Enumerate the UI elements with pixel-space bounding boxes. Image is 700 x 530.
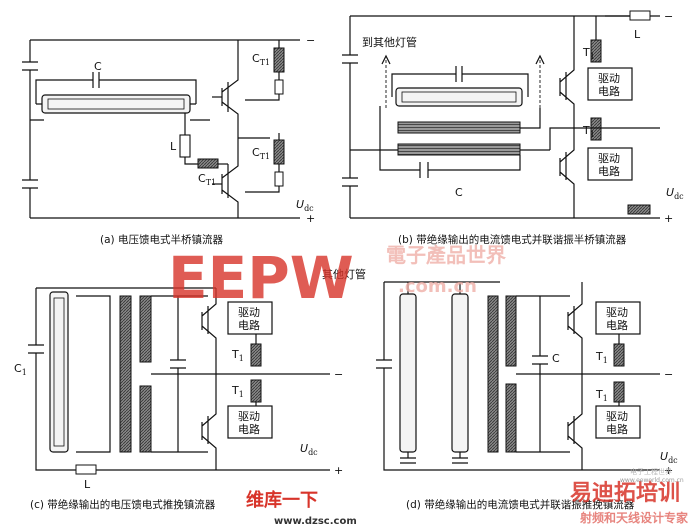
lamp-a xyxy=(41,94,191,114)
drive-circuit-c-upper xyxy=(227,301,273,335)
caption-c: (c) 带绝缘输出的电压馈电式推挽镇流器 xyxy=(30,498,216,511)
drive-text-c2a: 驱动 xyxy=(238,410,260,423)
drive-circuit-b-lower xyxy=(587,147,633,181)
caption-b: (b) 带绝缘输出的电流馈电式并联谐振半桥镇流器 xyxy=(398,233,627,246)
terminal-minus-d: − xyxy=(664,368,673,381)
panel-d-current-fed-parallel-resonant-push-pull: 其他灯管 C T1 T1 驱动 电路 驱动 电路 − + Udc (d) 带绝缘… xyxy=(322,267,678,511)
lamp-d1 xyxy=(399,293,417,453)
terminal-minus-b: − xyxy=(664,10,673,23)
terminal-plus-c: + xyxy=(334,464,343,477)
label-Udc-d: Udc xyxy=(660,450,678,465)
drive-text-c1b: 电路 xyxy=(238,319,260,332)
label-C-d: C xyxy=(552,352,560,365)
watermark-dzsc: 维库一下 www.dzsc.com xyxy=(246,489,357,527)
drive-text-b2b: 电路 xyxy=(598,165,620,178)
lamp-c xyxy=(49,291,69,453)
watermark-site-url: www.dzsc.com xyxy=(274,516,357,527)
drive-circuit-d-lower xyxy=(595,405,641,439)
panel-b-current-fed-parallel-resonant-half-bridge: 到其他灯管 C L T1 T1 驱动 电路 驱动 电路 − + Udc (b) … xyxy=(342,10,684,246)
label-L-b: L xyxy=(634,28,641,41)
current-transformer-CT1-a xyxy=(197,158,219,169)
watermark-brand: 易迪拓培训 射频和天线设计专家 www.eeworld.com.cn 电子工程世… xyxy=(570,467,689,525)
drive-text-b1b: 电路 xyxy=(598,85,620,98)
caption-a: (a) 电压馈电式半桥镇流器 xyxy=(100,233,223,246)
panel-a-voltage-fed-half-bridge: C L CT1 CT1 CT1 − + Udc (a) 电压馈电式半桥镇流器 xyxy=(22,34,315,246)
label-C-b: C xyxy=(455,186,463,199)
watermark-brand-cn: 易迪拓培训 xyxy=(570,480,680,506)
terminal-minus-a: − xyxy=(306,34,315,47)
label-L-c: L xyxy=(84,478,91,491)
drive-text-d1b: 电路 xyxy=(606,319,628,332)
watermark-small-cn: 电子工程世界 xyxy=(630,467,672,476)
terminal-plus-a: + xyxy=(306,212,315,225)
label-T1-c-lower: T1 xyxy=(231,384,244,399)
drive-text-b2a: 驱动 xyxy=(598,152,620,165)
transformer-winding-b1 xyxy=(397,121,521,134)
drive-text-c1a: 驱动 xyxy=(238,306,260,319)
watermark-brand-sub: 射频和天线设计专家 xyxy=(579,510,689,525)
label-C1-c: C1 xyxy=(14,362,27,377)
label-other-lamps-d: 其他灯管 xyxy=(322,267,366,281)
inductor-L-a xyxy=(179,134,191,158)
label-CT1-upper-a: CT1 xyxy=(252,52,270,67)
label-T1-d-lower: T1 xyxy=(595,388,608,403)
label-T1-c-upper: T1 xyxy=(231,348,244,363)
label-other-lamps-b: 到其他灯管 xyxy=(362,35,417,49)
panel-c-voltage-fed-push-pull: C1 L T1 T1 驱动 电路 驱动 电路 − + Udc (c) 带绝缘输出… xyxy=(14,287,343,511)
watermark-eepw-logo: EEPW xyxy=(168,244,354,312)
inductor-L-c xyxy=(75,464,97,475)
drive-text-d2b: 电路 xyxy=(606,423,628,436)
lamp-b xyxy=(395,87,523,107)
drive-circuit-b-upper xyxy=(587,67,633,101)
label-T1-b-lower: T1 xyxy=(582,124,595,139)
terminal-plus-b: + xyxy=(664,212,673,225)
watermark-eepw-url: .com.cn xyxy=(398,276,477,297)
watermark-eepw-cn: 電子產品世界 xyxy=(386,243,506,267)
watermark-site-cn: 维库一下 xyxy=(246,489,318,511)
drive-circuit-d-upper xyxy=(595,301,641,335)
transformer-winding-b2 xyxy=(397,143,521,156)
label-CT1-lower-a: CT1 xyxy=(252,146,270,161)
label-L-a: L xyxy=(170,140,177,153)
label-Udc-b: Udc xyxy=(666,186,684,201)
drive-text-c2b: 电路 xyxy=(238,423,260,436)
drive-circuit-c-lower xyxy=(227,405,273,439)
terminal-plus-d: + xyxy=(664,464,673,477)
terminal-minus-c: − xyxy=(334,368,343,381)
label-T1-d-upper: T1 xyxy=(595,350,608,365)
transformer-secondary-d xyxy=(487,295,499,453)
transformer-secondary-c xyxy=(119,295,132,453)
label-CT1-a: CT1 xyxy=(198,172,216,187)
label-Udc-c: Udc xyxy=(300,442,318,457)
drive-text-d1a: 驱动 xyxy=(606,306,628,319)
drive-text-d2a: 驱动 xyxy=(606,410,628,423)
drive-text-b1a: 驱动 xyxy=(598,72,620,85)
label-Udc-a: Udc xyxy=(296,198,314,213)
watermark-eepw: EEPW 電子產品世界 .com.cn xyxy=(168,243,506,312)
watermark-small-url: www.eeworld.com.cn xyxy=(620,477,684,484)
lamp-d2 xyxy=(451,293,469,453)
label-T1-b-upper: T1 xyxy=(582,46,595,61)
caption-d: (d) 带绝缘输出的电流馈电式并联谐振推挽镇流器 xyxy=(406,498,635,511)
label-C-a: C xyxy=(94,60,102,73)
